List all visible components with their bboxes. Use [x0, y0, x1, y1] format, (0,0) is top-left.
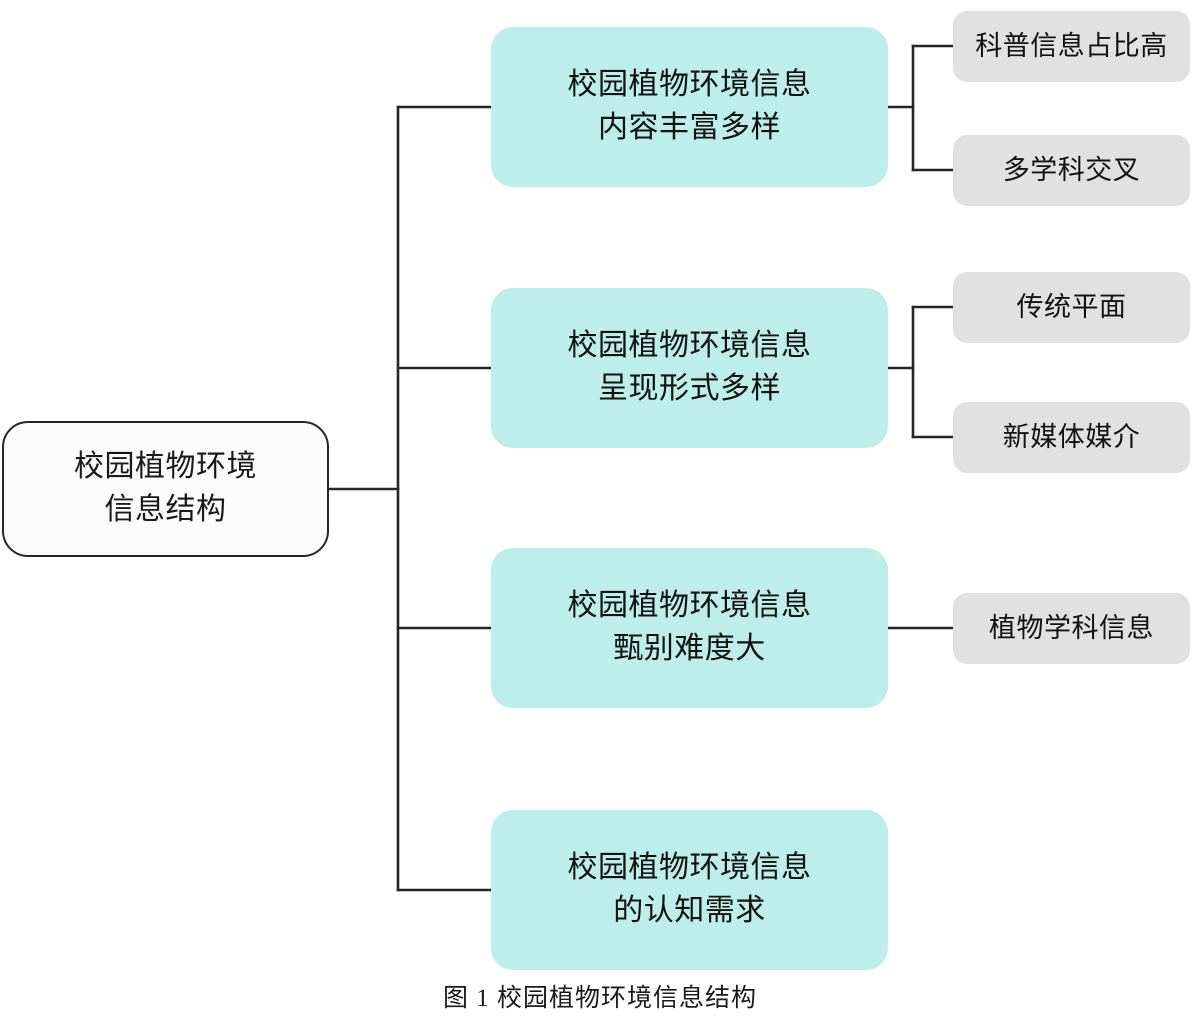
leaf-node-1-1[interactable]: 科普信息占比高	[953, 11, 1190, 82]
branch-node-2[interactable]: 校园植物环境信息 呈现形式多样	[491, 288, 888, 448]
figure-caption: 图 1 校园植物环境信息结构	[442, 985, 757, 1012]
leaf-node-2-1[interactable]: 传统平面	[953, 272, 1190, 343]
branch-node-1[interactable]: 校园植物环境信息 内容丰富多样	[491, 27, 888, 187]
leaf-node-2-2[interactable]: 新媒体媒介	[953, 402, 1190, 473]
leaf-node-3-1[interactable]: 植物学科信息	[953, 593, 1190, 664]
root-node[interactable]: 校园植物环境 信息结构	[2, 421, 329, 557]
branch-node-4[interactable]: 校园植物环境信息 的认知需求	[491, 810, 888, 970]
leaf-node-1-2[interactable]: 多学科交叉	[953, 135, 1190, 206]
branch-node-3[interactable]: 校园植物环境信息 甄别难度大	[491, 548, 888, 708]
